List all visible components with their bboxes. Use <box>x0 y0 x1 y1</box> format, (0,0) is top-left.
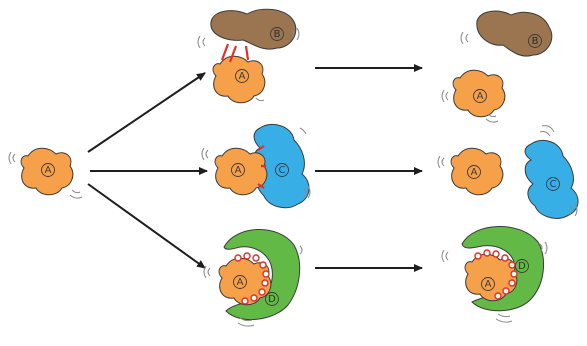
motion-lines <box>197 27 300 102</box>
label-c: C <box>279 165 286 176</box>
reaction-arrows <box>87 64 423 272</box>
motion-lines <box>8 151 83 199</box>
label-a: A <box>237 277 244 288</box>
protein-d-bound: D <box>223 229 301 321</box>
motion-lines <box>437 125 578 217</box>
label-b: B <box>532 36 539 47</box>
label-a: A <box>235 165 242 176</box>
protein-a-bound-b: A <box>212 55 266 104</box>
bonds-ad <box>234 252 270 305</box>
protein-d-stable: D <box>461 226 544 312</box>
bonds-ac <box>257 145 266 189</box>
dissociated-a-and-c: A C <box>437 125 579 219</box>
protein-b-bound: B <box>210 8 297 50</box>
arrow-a-to-ab <box>87 72 206 153</box>
label-a: A <box>45 165 52 176</box>
protein-b-free: B <box>476 10 553 57</box>
arrow-a-to-ad <box>87 183 206 269</box>
stable-complex-ad: D A <box>441 226 548 323</box>
protein-a-free: A <box>452 69 506 118</box>
protein-a-stable: A <box>464 253 518 302</box>
label-d: D <box>268 294 276 305</box>
bonds-ab <box>220 43 250 63</box>
label-a: A <box>485 279 492 290</box>
bonds-ad-stable <box>474 249 518 300</box>
motion-lines <box>201 127 311 199</box>
label-b: B <box>274 29 281 40</box>
label-a: A <box>471 167 478 178</box>
protein-a-bound-c: A <box>214 147 268 196</box>
dissociated-b-and-a: B A <box>441 10 553 123</box>
protein-c-free: C <box>524 140 579 219</box>
complex-ac: C A <box>201 124 311 209</box>
complex-ab: B A <box>197 8 300 104</box>
motion-lines <box>441 31 499 123</box>
label-c: C <box>550 179 557 190</box>
free-protein-a: A <box>8 147 83 199</box>
complex-ad: D A <box>203 229 303 327</box>
motion-lines <box>203 245 303 327</box>
label-a: A <box>239 71 246 82</box>
motion-lines <box>441 241 548 323</box>
label-a: A <box>477 91 484 102</box>
protein-a-free: A <box>450 147 504 196</box>
protein-a-bound-d: A <box>218 257 272 306</box>
label-d: D <box>518 261 526 272</box>
